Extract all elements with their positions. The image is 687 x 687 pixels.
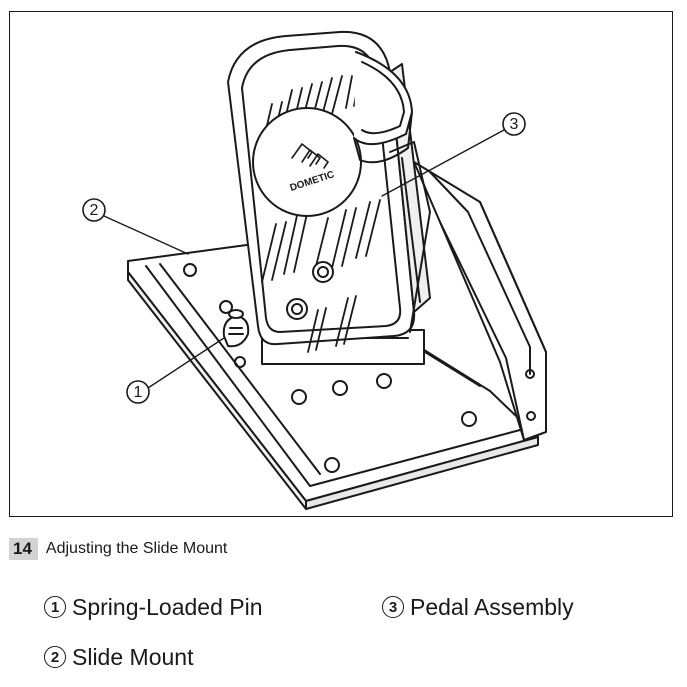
side-bracket — [413, 161, 547, 441]
logo-disk — [252, 107, 362, 217]
callout-3-number: 3 — [510, 116, 519, 133]
figure-number: 14 — [9, 538, 38, 560]
plate-holes — [183, 263, 477, 473]
spring-loaded-pin — [222, 309, 250, 348]
legend-number: 3 — [382, 596, 404, 618]
callout-leaders — [103, 129, 505, 389]
legend-item-spring-loaded-pin: 1 Spring-Loaded Pin — [44, 592, 263, 622]
slide-mount-plate — [127, 243, 539, 510]
pedal-screws — [286, 261, 334, 320]
callout-3: 3 — [502, 112, 526, 136]
callout-2: 2 — [82, 198, 106, 222]
legend-label: Pedal Assembly — [410, 594, 574, 620]
pedal-strap — [353, 51, 413, 164]
callout-2-number: 2 — [90, 202, 99, 219]
legend-label: Slide Mount — [72, 644, 194, 670]
legend-item-slide-mount: 2 Slide Mount — [44, 642, 193, 672]
legend-number: 1 — [44, 596, 66, 618]
figure-frame: 1 2 3 DOMETIC — [9, 11, 673, 517]
pedal-slots — [261, 73, 381, 353]
legend-number: 2 — [44, 646, 66, 668]
callout-1-number: 1 — [134, 384, 143, 401]
figure-caption: 14 Adjusting the Slide Mount — [9, 537, 227, 561]
slide-mount-illustration: 1 2 3 DOMETIC — [82, 30, 547, 510]
legend-item-pedal-assembly: 3 Pedal Assembly — [382, 592, 574, 622]
callout-1: 1 — [126, 380, 150, 404]
legend-label: Spring-Loaded Pin — [72, 594, 263, 620]
connector-arm — [389, 141, 431, 333]
figure-caption-text: Adjusting the Slide Mount — [45, 540, 228, 557]
callout-legend: 1 Spring-Loaded Pin 3 Pedal Assembly 2 S… — [44, 592, 664, 684]
